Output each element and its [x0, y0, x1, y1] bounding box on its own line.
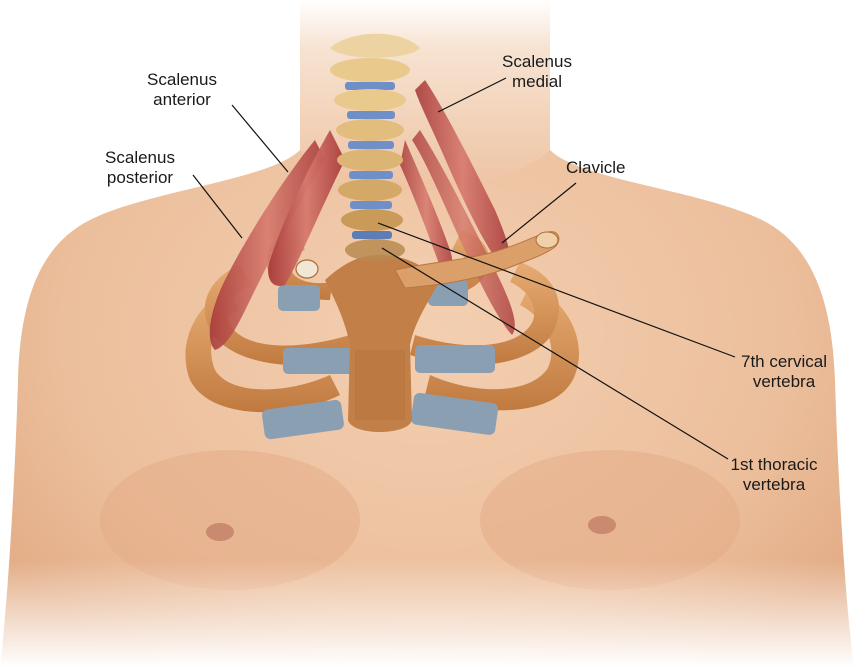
leader-scalenus-anterior	[232, 105, 288, 172]
label-scalenus-medial-line1: Scalenus	[482, 52, 592, 72]
disc-6	[352, 231, 392, 239]
label-scalenus-medial-line2: medial	[482, 72, 592, 92]
vertebra-c4	[336, 119, 404, 141]
sternum-body-texture	[355, 350, 405, 420]
vertebra-c6	[338, 179, 402, 201]
label-1st-thoracic-vertebra: 1st thoracic vertebra	[718, 455, 830, 495]
label-clavicle: Clavicle	[566, 158, 626, 178]
label-scalenus-anterior-line2: anterior	[127, 90, 237, 110]
disc-2	[347, 111, 395, 119]
disc-5	[350, 201, 392, 209]
nipple-right	[588, 516, 616, 534]
cartilage-2-left	[283, 348, 358, 374]
disc-1	[345, 82, 395, 90]
clavicle-cut-left	[296, 260, 318, 278]
vertebra-c2	[330, 58, 410, 82]
vertebra-c5	[337, 149, 403, 171]
cartilage-2-right	[415, 345, 495, 373]
label-scalenus-anterior-line1: Scalenus	[127, 70, 237, 90]
label-1st-thoracic-line1: 1st thoracic	[718, 455, 830, 475]
label-7th-cervical-vertebra: 7th cervical vertebra	[728, 352, 840, 392]
label-scalenus-anterior: Scalenus anterior	[127, 70, 237, 110]
vertebra-c3	[334, 89, 406, 111]
clavicle-end	[536, 232, 558, 248]
nipple-left	[206, 523, 234, 541]
disc-4	[349, 171, 393, 179]
disc-3	[348, 141, 394, 149]
cartilage-1-left	[278, 285, 320, 311]
label-scalenus-posterior-line1: Scalenus	[85, 148, 195, 168]
label-7th-cervical-line1: 7th cervical	[728, 352, 840, 372]
bottom-fade	[0, 560, 854, 667]
label-clavicle-line1: Clavicle	[566, 158, 626, 178]
label-scalenus-medial: Scalenus medial	[482, 52, 592, 92]
label-scalenus-posterior: Scalenus posterior	[85, 148, 195, 188]
vertebra-c7	[341, 209, 403, 231]
label-scalenus-posterior-line2: posterior	[85, 168, 195, 188]
label-7th-cervical-line2: vertebra	[728, 372, 840, 392]
label-1st-thoracic-line2: vertebra	[718, 475, 830, 495]
vertebra-t1	[345, 239, 405, 261]
